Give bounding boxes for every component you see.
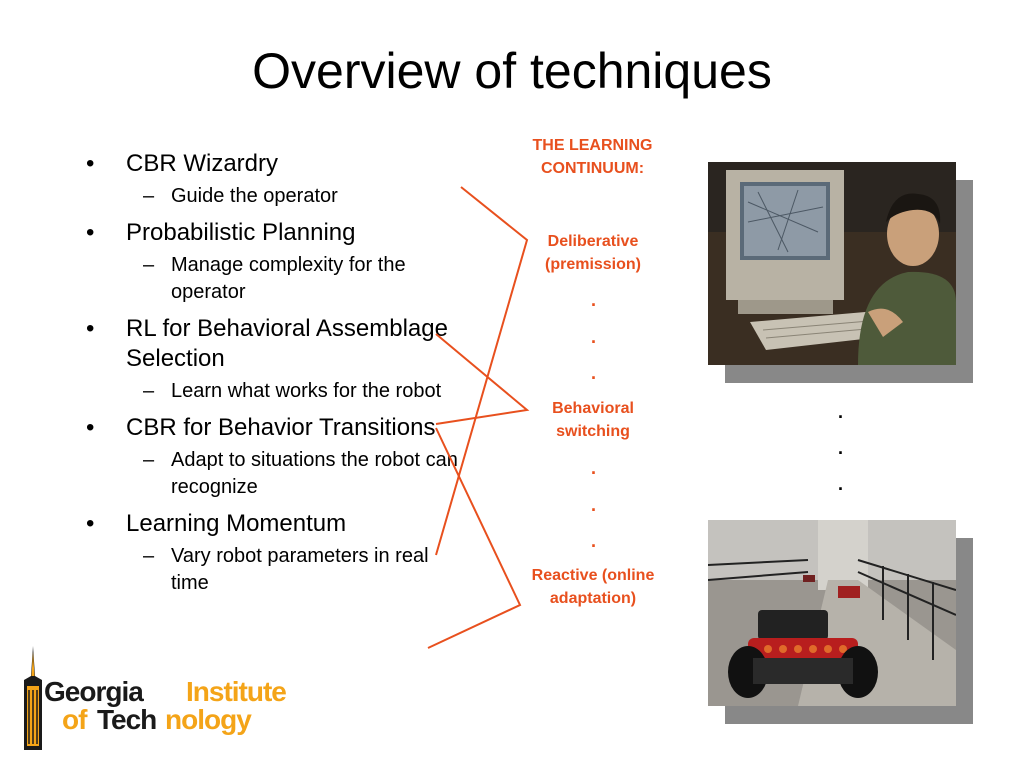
logo-word-georgia: Georgia: [44, 676, 144, 707]
sub-bullet-item: –Vary robot parameters in real time: [143, 545, 429, 594]
sub-bullet-text: Adapt to situations the robot can recogn…: [171, 449, 458, 498]
sub-bullet-item: –Guide the operator: [143, 185, 338, 207]
deliberative-label: Deliberative (premission): [544, 233, 641, 273]
continuum-dot: .: [591, 458, 597, 478]
connector-line-reactive: [427, 427, 522, 649]
sub-bullet-item: –Adapt to situations the robot can recog…: [143, 449, 458, 498]
photo-gap-dot: .: [838, 402, 844, 422]
connector-line-deliberative: [435, 186, 529, 556]
continuum-heading: THE LEARNING CONTINUUM:: [532, 137, 653, 177]
logo-word-institute: Institute: [186, 676, 287, 707]
sub-bullet-text: Vary robot parameters in real time: [171, 545, 429, 594]
logo-word-of: of: [62, 704, 94, 735]
sub-bullet-text: Learn what works for the robot: [171, 380, 442, 402]
continuum-dot: .: [591, 327, 597, 347]
connector-line-behavioral: [435, 333, 530, 425]
reactive-label: Reactive (online adaptation): [531, 567, 655, 607]
sub-bullet-item: –Manage complexity for the operator: [143, 254, 406, 303]
continuum-dot: .: [591, 531, 597, 551]
bullet-item: •RL for Behavioral Assemblage Selection: [86, 315, 448, 372]
bullet-item: •CBR for Behavior Transitions: [86, 414, 436, 441]
photo-gap-dot: .: [838, 438, 844, 458]
bullet-item: •Probabilistic Planning: [86, 219, 356, 246]
continuum-dot: .: [591, 495, 597, 515]
sub-bullet-text: Manage complexity for the operator: [171, 254, 406, 303]
robot-photo: [708, 520, 956, 706]
bullet-text: Probabilistic Planning: [126, 219, 356, 246]
sub-bullet-item: –Learn what works for the robot: [143, 380, 442, 402]
slide-title: Overview of techniques: [252, 43, 772, 99]
sub-bullet-text: Guide the operator: [171, 185, 338, 207]
photo-gap-dot: .: [838, 474, 844, 494]
continuum-dot: .: [591, 290, 597, 310]
bullet-item: •CBR Wizardry: [86, 150, 279, 177]
bullet-text: CBR for Behavior Transitions: [126, 414, 436, 441]
georgia-tech-logo: Georgia Institute of Tech nology: [22, 646, 332, 750]
bullet-item: •Learning Momentum: [86, 510, 347, 537]
bullet-text: CBR Wizardry: [126, 150, 279, 177]
logo-word-nology: nology: [165, 704, 252, 735]
operator-photo: [708, 162, 956, 365]
bullet-list: •CBR Wizardry –Guide the operator •Proba…: [86, 141, 466, 597]
bullet-text: Learning Momentum: [126, 510, 347, 537]
behavioral-label: Behavioral switching: [552, 400, 634, 440]
continuum-dot: .: [591, 363, 597, 383]
logo-word-tech: Tech: [97, 704, 157, 735]
tech-tower-icon: [24, 646, 42, 750]
bullet-text: RL for Behavioral Assemblage Selection: [126, 315, 448, 372]
